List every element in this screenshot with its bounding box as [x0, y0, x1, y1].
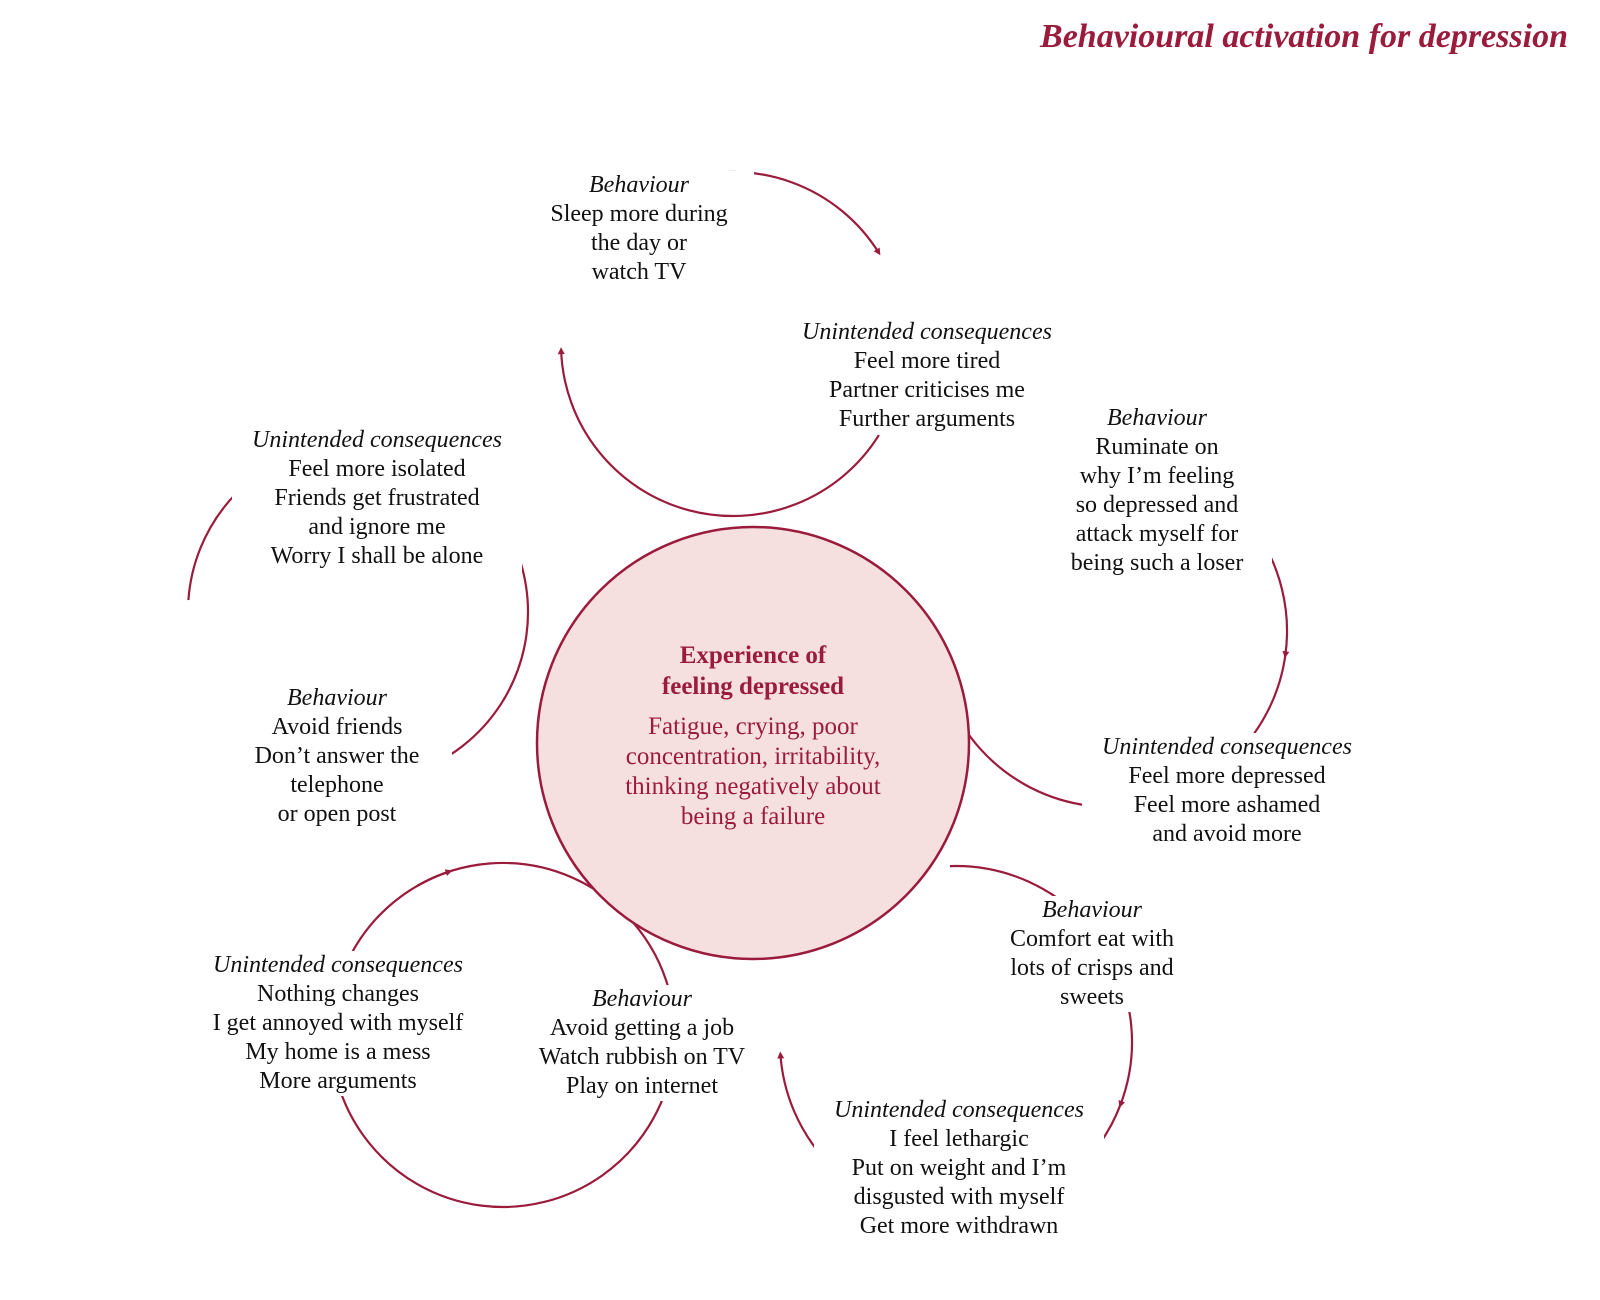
behaviour-line: watch TV	[591, 259, 687, 285]
behaviour-line: telephone	[290, 772, 384, 798]
consequences-node: Unintended consequences I feel lethargic…	[814, 1096, 1104, 1241]
consequences-line: Put on weight and I’m	[851, 1155, 1067, 1181]
consequences-node: Unintended consequences Nothing changes …	[183, 951, 493, 1096]
behaviour-line: or open post	[277, 801, 397, 827]
consequences-node: Unintended consequences Feel more depres…	[1082, 733, 1372, 849]
behaviour-line: why I’m feeling	[1079, 463, 1235, 489]
consequences-line: Further arguments	[838, 406, 1016, 432]
behaviour-label: Behaviour	[592, 986, 692, 1012]
behaviour-line: Avoid getting a job	[549, 1015, 735, 1041]
consequences-line: Friends get frustrated	[274, 485, 480, 511]
behaviour-node: Behaviour Comfort eat with lots of crisp…	[977, 896, 1207, 1012]
behaviour-node: Behaviour Avoid friends Don’t answer the…	[222, 684, 452, 829]
behaviour-label: Behaviour	[287, 685, 387, 711]
center-description-line: being a failure	[680, 803, 826, 830]
consequences-line: I feel lethargic	[889, 1126, 1029, 1152]
consequences-label: Unintended consequences	[1102, 734, 1352, 760]
consequences-label: Unintended consequences	[252, 427, 502, 453]
behaviour-line: Sleep more during	[550, 201, 728, 227]
consequences-label: Unintended consequences	[213, 952, 463, 978]
cycle-arrow	[416, 861, 674, 1002]
consequences-line: and ignore me	[308, 514, 446, 540]
center-description: Fatigue, crying, poor concentration, irr…	[548, 712, 958, 832]
consequences-label: Unintended consequences	[802, 319, 1052, 345]
center-title-line: feeling depressed	[661, 673, 845, 700]
consequences-line: Feel more ashamed	[1133, 792, 1321, 818]
behaviour-line: Ruminate on	[1095, 434, 1219, 460]
consequences-label: Unintended consequences	[834, 1097, 1084, 1123]
behaviour-node: Behaviour Ruminate on why I’m feeling so…	[1042, 404, 1272, 578]
consequences-line: My home is a mess	[245, 1039, 431, 1065]
consequences-line: Feel more tired	[853, 348, 1001, 374]
consequences-line: Feel more depressed	[1128, 763, 1326, 789]
center-description-line: Fatigue, crying, poor	[648, 713, 858, 740]
behaviour-line: the day or	[591, 230, 687, 256]
center-description-line: concentration, irritability,	[625, 743, 881, 770]
consequences-node: Unintended consequences Feel more tired …	[782, 318, 1072, 434]
consequences-line: Partner criticises me	[829, 377, 1025, 403]
page-title: Behavioural activation for depression	[1040, 18, 1568, 55]
cycle-arrow	[557, 347, 880, 518]
consequences-line: Feel more isolated	[288, 456, 466, 482]
center-circle	[535, 525, 971, 961]
behaviour-line: Don’t answer the	[254, 743, 420, 769]
behaviour-line: Avoid friends	[271, 714, 403, 740]
behaviour-line: lots of crisps and	[1010, 955, 1174, 981]
consequences-line: disgusted with myself	[853, 1184, 1065, 1210]
center-experience: Experience of feeling depressed Fatigue,…	[548, 640, 958, 832]
behaviour-line: sweets	[1060, 984, 1124, 1010]
behaviour-line: Comfort eat with	[1010, 926, 1174, 952]
behaviour-node: Behaviour Sleep more during the day or w…	[524, 171, 754, 287]
consequences-node: Unintended consequences Feel more isolat…	[232, 426, 522, 571]
behaviour-label: Behaviour	[1107, 405, 1207, 431]
behaviour-node: Behaviour Avoid getting a job Watch rubb…	[517, 985, 767, 1101]
behaviour-label: Behaviour	[589, 172, 689, 198]
behaviour-line: Play on internet	[566, 1073, 718, 1099]
consequences-line: Get more withdrawn	[859, 1213, 1059, 1239]
consequences-line: More arguments	[259, 1068, 417, 1094]
behaviour-line: attack myself for	[1075, 521, 1239, 547]
consequences-line: Worry I shall be alone	[270, 543, 484, 569]
consequences-line: I get annoyed with myself	[212, 1010, 464, 1036]
consequences-line: and avoid more	[1152, 821, 1302, 847]
behaviour-label: Behaviour	[1042, 897, 1142, 923]
center-description-line: thinking negatively about	[625, 773, 881, 800]
behaviour-line: so depressed and	[1075, 492, 1239, 518]
consequences-line: Nothing changes	[257, 981, 419, 1007]
center-title-line: Experience of	[679, 642, 827, 669]
behaviour-line: being such a loser	[1070, 550, 1244, 576]
cycle-arrow	[329, 869, 677, 1209]
behaviour-line: Watch rubbish on TV	[538, 1044, 746, 1070]
